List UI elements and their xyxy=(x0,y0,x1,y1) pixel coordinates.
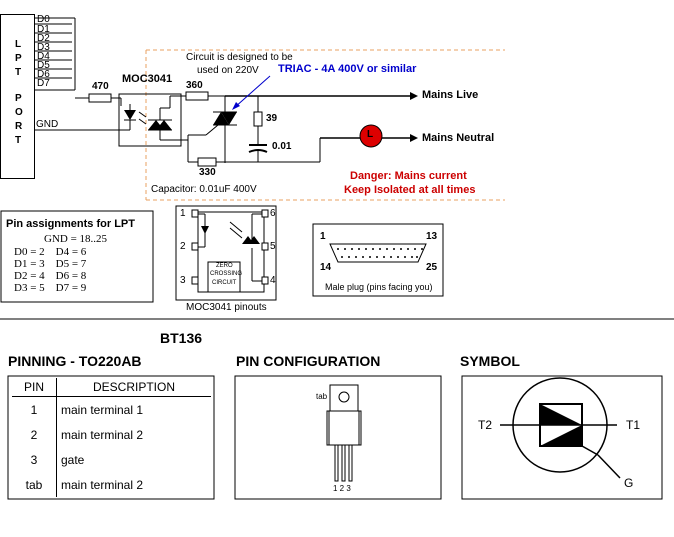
lpt-line-label: D2 xyxy=(37,33,50,44)
lpt-gnd-label: GND xyxy=(36,119,59,130)
tab-label: tab xyxy=(316,392,328,401)
table-row: 1 main terminal 1 xyxy=(12,396,211,422)
mains-zone-border xyxy=(145,49,505,201)
table-header: DESCRIPTION xyxy=(56,378,211,397)
lpt-line-label: D0 xyxy=(37,14,50,25)
pinning-table: PIN DESCRIPTION 1 main terminal 1 2 main… xyxy=(12,378,211,497)
design-note-line2: used on 220V xyxy=(197,65,259,76)
pinning-table-wrap: PIN DESCRIPTION 1 main terminal 1 2 main… xyxy=(12,378,211,497)
danger-line2: Keep Isolated at all times xyxy=(344,184,476,196)
plug-pin-label: 14 xyxy=(320,262,332,273)
lpt-line-label: D5 xyxy=(37,60,50,71)
resistor-39 xyxy=(253,111,263,127)
table-row: 2 main terminal 2 xyxy=(12,422,211,447)
table-cell-pin: 3 xyxy=(12,447,57,472)
capacitor-note: Capacitor: 0.01uF 400V xyxy=(151,184,257,195)
symbol-heading: SYMBOL xyxy=(460,353,520,369)
mains-neutral-label: Mains Neutral xyxy=(422,132,495,144)
symbol-t1-label: T1 xyxy=(626,418,641,432)
lpt-letter: P xyxy=(15,93,22,104)
table-header: PIN xyxy=(12,378,57,397)
pin-assign-row: D2 = 4 D6 = 8 xyxy=(14,270,87,282)
lpt-letter: P xyxy=(15,53,22,64)
table-cell-desc: main terminal 2 xyxy=(61,427,144,442)
pin-assign-row: D0 = 2 D4 = 6 xyxy=(14,246,87,258)
lpt-line-label: D4 xyxy=(37,51,50,62)
opto-box xyxy=(118,93,182,147)
moc-pin-number: 4 xyxy=(270,275,276,286)
lpt-port-block: L P T P O R T xyxy=(0,14,35,179)
lpt-line-label: D3 xyxy=(37,42,50,53)
lpt-letter: R xyxy=(15,121,23,132)
moc-pin-number: 5 xyxy=(270,241,276,252)
lpt-data-lines xyxy=(35,17,122,131)
table-cell-pin: 1 xyxy=(12,396,57,422)
moc-pin-number: 1 xyxy=(180,208,186,219)
lpt-letter: L xyxy=(15,39,22,50)
pin-assign-gnd: GND = 18..25 xyxy=(44,233,108,245)
moc-pin-number: 6 xyxy=(270,208,276,219)
resistor-39-label: 39 xyxy=(266,113,278,124)
plug-pin-label: 1 xyxy=(320,231,326,242)
plug-pins xyxy=(337,248,423,258)
danger-line1: Danger: Mains current xyxy=(350,170,467,182)
table-cell-desc: main terminal 1 xyxy=(61,402,144,417)
table-row: 3 gate xyxy=(12,447,211,472)
table-cell-desc: main terminal 2 xyxy=(61,477,144,492)
resistor-330 xyxy=(197,157,217,167)
lpt-line-label: D1 xyxy=(37,24,50,35)
pinning-heading: PINNING - TO220AB xyxy=(8,353,142,369)
lamp-label: L xyxy=(367,129,374,140)
led-symbol xyxy=(124,110,136,120)
lpt-line-label: D7 xyxy=(37,78,50,89)
zero-crossing-label: CIRCUIT xyxy=(212,280,237,286)
bt136-title: BT136 xyxy=(160,330,203,346)
pin-assign-row: D1 = 3 D5 = 7 xyxy=(14,258,87,270)
lpt-letter: O xyxy=(15,107,23,118)
resistor-470-label: 470 xyxy=(92,81,109,92)
table-header-row: PIN DESCRIPTION xyxy=(12,378,211,397)
plug-caption: Male plug (pins facing you) xyxy=(325,282,433,292)
resistor-470 xyxy=(88,93,112,103)
mains-live-label: Mains Live xyxy=(422,89,479,101)
lpt-line-label: D6 xyxy=(37,69,50,80)
opto-label: MOC3041 xyxy=(122,73,173,85)
zero-crossing-label: CROSSING xyxy=(210,271,243,277)
capacitor-label: 0.01 xyxy=(272,141,292,152)
moc-pin-number: 3 xyxy=(180,275,186,286)
symbol-t2-label: T2 xyxy=(478,418,493,432)
pin-assign-row: D3 = 5 D7 = 9 xyxy=(14,282,87,294)
design-note-line1: Circuit is designed to be xyxy=(186,52,293,63)
resistor-360-label: 360 xyxy=(186,80,203,91)
pin-config-heading: PIN CONFIGURATION xyxy=(236,353,381,369)
triac-label: TRIAC - 4A 400V or similar xyxy=(278,63,417,75)
lpt-letter: T xyxy=(15,67,22,78)
symbol-g-label: G xyxy=(624,476,634,490)
moc-caption: MOC3041 pinouts xyxy=(186,302,267,313)
table-cell-pin: tab xyxy=(12,472,57,497)
table-cell-desc: gate xyxy=(61,452,85,467)
zero-crossing-label: ZERO xyxy=(216,263,233,269)
table-cell-pin: 2 xyxy=(12,422,57,447)
pin-assign-title: Pin assignments for LPT xyxy=(6,218,135,230)
lpt-letter: T xyxy=(15,135,22,146)
plug-pin-label: 25 xyxy=(426,262,438,273)
resistor-330-label: 330 xyxy=(199,167,216,178)
plug-pin-label: 13 xyxy=(426,231,438,242)
resistor-360 xyxy=(185,91,209,101)
pin-numbers-label: 1 2 3 xyxy=(333,484,351,493)
moc-pin-number: 2 xyxy=(180,241,186,252)
lamp-symbol xyxy=(359,124,383,148)
table-row: tab main terminal 2 xyxy=(12,472,211,497)
